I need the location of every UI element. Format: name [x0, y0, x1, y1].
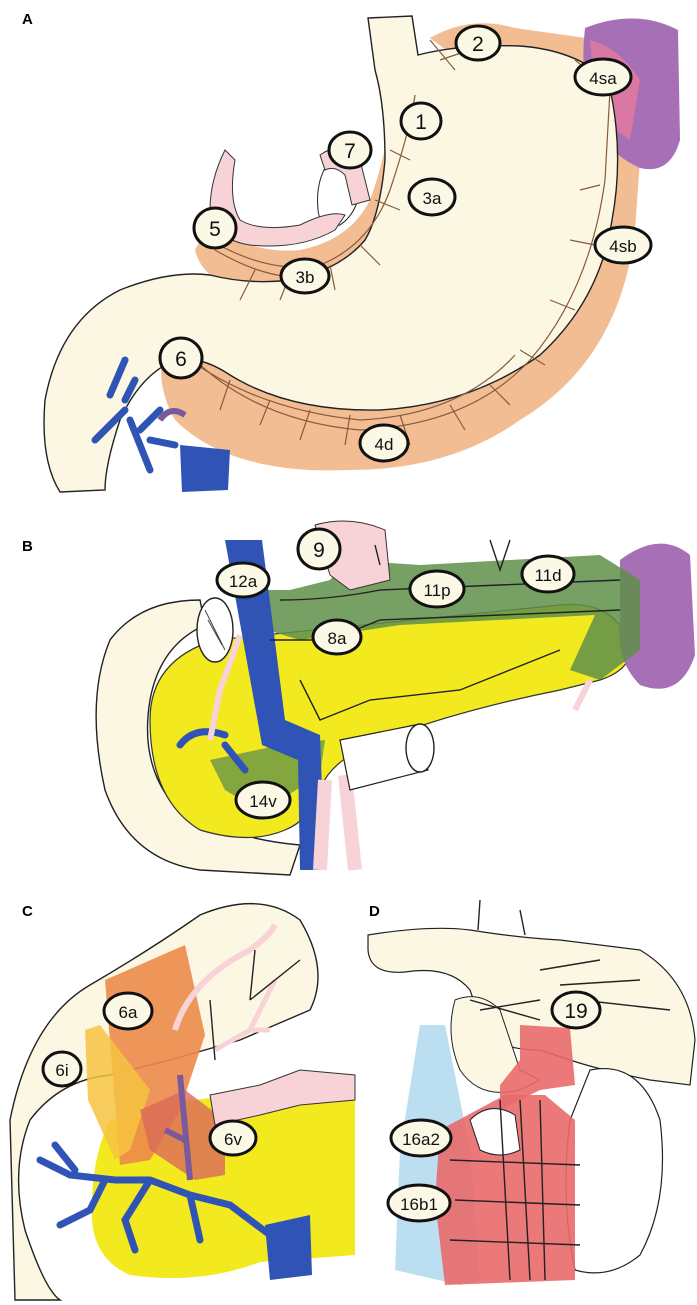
station-1: 1	[401, 103, 441, 139]
station-6v: 6v	[210, 1121, 256, 1155]
svg-text:5: 5	[209, 218, 221, 241]
station-19: 19	[552, 992, 600, 1028]
station-6: 6	[160, 338, 202, 378]
station-3b: 3b	[281, 259, 329, 293]
svg-text:4sb: 4sb	[609, 237, 636, 256]
svg-text:12a: 12a	[229, 572, 258, 591]
svg-text:1: 1	[415, 111, 427, 134]
svg-text:6i: 6i	[55, 1061, 68, 1080]
svg-text:3a: 3a	[423, 189, 442, 208]
svg-text:4d: 4d	[375, 435, 394, 454]
svg-text:6a: 6a	[119, 1003, 138, 1022]
station-5: 5	[194, 208, 236, 248]
station-11p: 11p	[410, 571, 464, 607]
svg-text:11p: 11p	[423, 581, 450, 600]
station-14v: 14v	[236, 782, 290, 818]
svg-text:14v: 14v	[249, 792, 277, 811]
panel-a: A	[22, 11, 680, 492]
svg-text:4sa: 4sa	[589, 69, 617, 88]
panel-letter-b: B	[22, 538, 33, 555]
station-2: 2	[456, 26, 500, 60]
station-3a: 3a	[409, 179, 455, 215]
panel-letter-c: C	[22, 903, 33, 920]
svg-text:19: 19	[564, 1000, 587, 1023]
panel-d: D 19 16a2 16b1	[368, 900, 695, 1285]
panel-letter-d: D	[369, 903, 380, 920]
svg-text:9: 9	[313, 539, 325, 562]
svg-text:6v: 6v	[224, 1130, 242, 1149]
station-16a2: 16a2	[391, 1120, 451, 1156]
station-16b1: 16b1	[388, 1185, 450, 1221]
station-6i: 6i	[43, 1052, 81, 1086]
station-4sb: 4sb	[595, 227, 651, 263]
station-9: 9	[298, 529, 340, 569]
panel-b: B	[22, 521, 695, 875]
station-4d: 4d	[360, 425, 408, 461]
svg-text:3b: 3b	[296, 268, 315, 287]
station-7: 7	[329, 132, 371, 168]
svg-text:7: 7	[344, 140, 356, 163]
station-11d: 11d	[522, 556, 574, 592]
station-12a: 12a	[217, 563, 269, 597]
bowel-section-top	[197, 598, 233, 662]
svg-text:8a: 8a	[328, 629, 347, 648]
svg-text:2: 2	[472, 33, 484, 56]
panel-c: C 6a	[10, 903, 355, 1300]
svg-text:16b1: 16b1	[400, 1195, 438, 1214]
svg-text:16a2: 16a2	[402, 1130, 440, 1149]
kidney-d	[566, 1069, 663, 1273]
station-8a: 8a	[313, 620, 361, 654]
svg-text:11d: 11d	[534, 566, 561, 585]
station-4sa: 4sa	[575, 59, 631, 95]
station-6a: 6a	[104, 993, 152, 1029]
svg-text:6: 6	[175, 348, 187, 371]
panel-letter-a: A	[22, 11, 33, 28]
